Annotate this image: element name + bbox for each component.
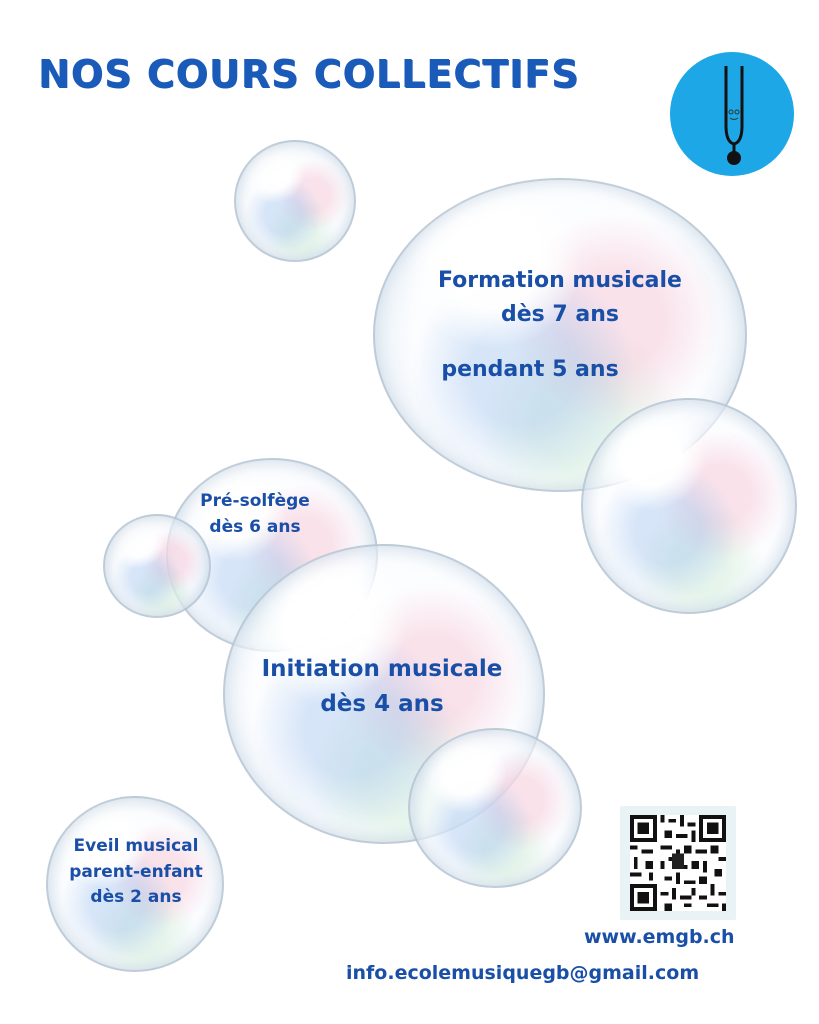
website-link[interactable]: www.emgb.ch: [584, 926, 735, 948]
initiation-title: Initiation musicale: [261, 656, 503, 682]
bubble-tiny-left: [103, 514, 211, 618]
email-link[interactable]: info.ecolemusiquegb@gmail.com: [346, 962, 700, 984]
eveil-title: Eveil musical: [73, 836, 199, 856]
eveil-audience: parent-enfant: [69, 861, 203, 882]
presolfege-label: Pré-solfège dès 6 ans: [170, 488, 340, 541]
presolfege-title: Pré-solfège: [200, 491, 310, 511]
bubble-small-top: [234, 140, 356, 262]
formation-duration: pendant 5 ans: [441, 357, 619, 383]
page-title: NOS COURS COLLECTIFS: [38, 52, 580, 96]
qr-code[interactable]: [620, 806, 736, 920]
qr-code-icon: [630, 815, 726, 911]
tuning-fork-icon: [670, 52, 794, 176]
bubble-lower-right: [408, 728, 582, 888]
bubble-eveil: [46, 796, 224, 972]
formation-age: dès 7 ans: [501, 301, 619, 327]
initiation-age: dès 4 ans: [320, 690, 444, 717]
eveil-label: Eveil musical parent-enfant dès 2 ans: [48, 834, 224, 911]
formation-title: Formation musicale: [438, 268, 682, 293]
bubble-right: [581, 398, 797, 614]
eveil-age: dès 2 ans: [90, 887, 182, 907]
initiation-label: Initiation musicale dès 4 ans: [232, 652, 532, 721]
presolfege-age: dès 6 ans: [209, 517, 301, 538]
formation-label: Formation musicale dès 7 ans pendant 5 a…: [395, 266, 725, 385]
